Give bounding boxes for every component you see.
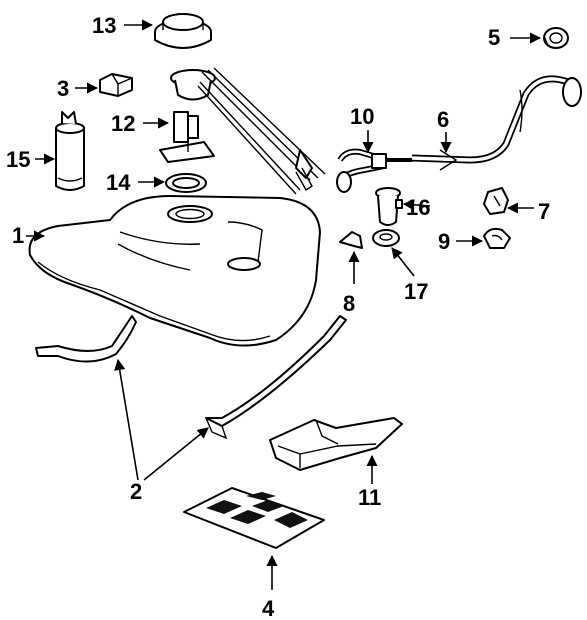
hose-clip-part <box>483 187 509 215</box>
callout-9: 9 <box>438 229 450 254</box>
callout-7: 7 <box>538 199 550 224</box>
callout-17: 17 <box>404 279 428 304</box>
callout-10: 10 <box>350 104 374 129</box>
callout-12: 12 <box>111 111 135 136</box>
check-valve-part <box>375 187 403 226</box>
callout-8: 8 <box>343 291 355 316</box>
skid-plate-part <box>183 487 325 549</box>
filler-pipe-part <box>411 75 582 171</box>
fuel-cap-part <box>154 13 212 49</box>
callout-5: 5 <box>488 25 500 50</box>
callout-6: 6 <box>437 107 449 132</box>
callout-15: 15 <box>6 147 30 172</box>
fuel-tank-part <box>28 195 321 347</box>
clip-part <box>99 73 133 97</box>
clamp-part <box>483 227 511 249</box>
callout-4: 4 <box>262 596 275 620</box>
callout-2: 2 <box>130 479 142 504</box>
callout-3: 3 <box>57 76 69 101</box>
callout-11: 11 <box>358 485 381 510</box>
grommet-part <box>372 229 400 247</box>
callout-16: 16 <box>406 195 430 220</box>
vent-hose-part <box>336 148 412 193</box>
tank-strap-part <box>35 315 347 440</box>
small-clip-part <box>339 231 363 249</box>
callout-14: 14 <box>106 170 131 195</box>
filler-cap-part <box>543 27 569 49</box>
fuel-pump-sender-part <box>159 67 326 195</box>
callout-1: 1 <box>12 223 24 248</box>
heat-shield-part <box>269 417 403 471</box>
seal-ring-part <box>165 173 207 193</box>
callout-13: 13 <box>92 13 116 38</box>
fuel-pump-part <box>55 111 85 191</box>
